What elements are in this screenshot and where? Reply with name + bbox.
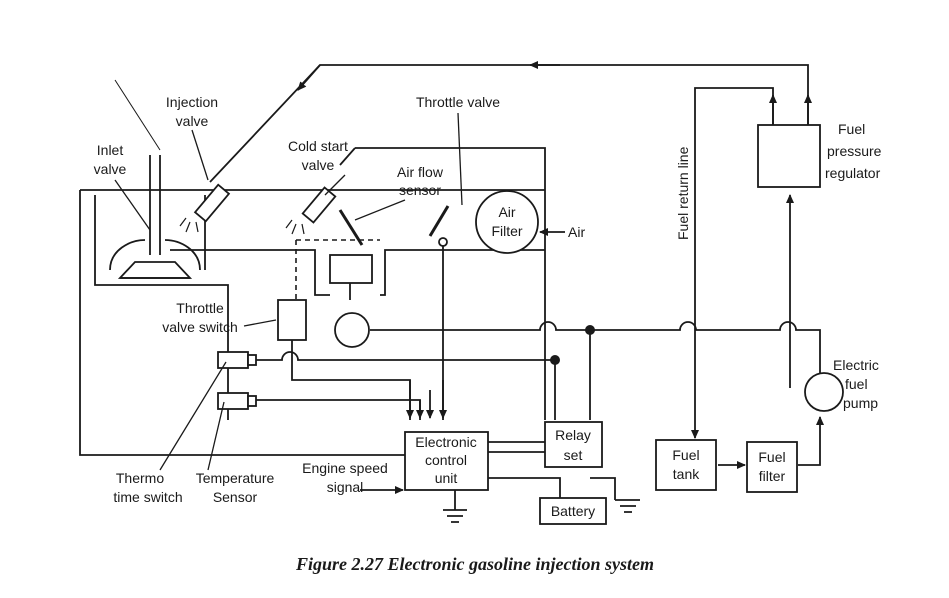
engine-speed-signal-label-2: signal <box>327 479 364 495</box>
injection-valve-label-2: valve <box>176 113 209 129</box>
thermo-time-switch-label-2: time switch <box>113 489 182 505</box>
ecu-label-3: unit <box>435 470 458 486</box>
injection-valve-label: Injection <box>166 94 218 110</box>
fuel-pressure-regulator-label-2: pressure <box>827 143 882 159</box>
wiring <box>256 147 821 523</box>
air-flow-sensor-label: Air flow <box>397 164 444 180</box>
throttle-valve-switch-label: Throttle <box>176 300 224 316</box>
fuel-lines <box>209 61 824 469</box>
air-filter-label: Air <box>498 204 515 220</box>
engine-manifold <box>79 79 545 456</box>
fuel-tank-label: Fuel <box>672 447 699 463</box>
fuel-filter-label-2: filter <box>759 468 786 484</box>
electric-fuel-pump-label-2: fuel <box>845 376 868 392</box>
thermo-time-switch-label: Thermo <box>116 470 164 486</box>
relay-set-box <box>544 421 603 468</box>
fuel-return-line-label: Fuel return line <box>675 146 691 240</box>
cold-start-valve-label: Cold start <box>288 138 348 154</box>
temperature-sensor-label: Temperature <box>196 470 275 486</box>
relay-set-label-2: set <box>564 447 583 463</box>
throttle-valve-switch <box>277 239 380 341</box>
ecu-label: Electronic <box>415 434 476 450</box>
fuel-pressure-regulator-box <box>757 124 821 188</box>
throttle-valve-switch-label-2: valve switch <box>162 319 237 335</box>
electric-fuel-pump-label-3: pump <box>843 395 878 411</box>
electric-fuel-pump-label: Electric <box>833 357 879 373</box>
electronic-control-unit-box <box>404 431 489 491</box>
electric-fuel-pump <box>804 372 844 412</box>
air-label: Air <box>568 224 585 240</box>
air-filter-label-2: Filter <box>491 223 522 239</box>
fuel-tank-box <box>655 439 717 491</box>
labels: Injection valve Inlet valve Cold start v… <box>94 94 882 519</box>
throttle-valve <box>428 205 450 420</box>
figure-caption: Figure 2.27 Electronic gasoline injectio… <box>295 554 654 574</box>
battery-box <box>539 497 607 525</box>
cold-start-valve <box>285 186 337 235</box>
relay-set-label: Relay <box>555 427 591 443</box>
air-flow-sensor <box>329 209 373 348</box>
throttle-valve-label: Throttle valve <box>416 94 500 110</box>
inlet-valve-label: Inlet <box>97 142 124 158</box>
inlet-valve-label-2: valve <box>94 161 127 177</box>
fuel-pressure-regulator-label-3: regulator <box>825 165 881 181</box>
fuel-filter-box <box>746 441 798 493</box>
ecu-label-2: control <box>425 452 467 468</box>
temperature-sensor-label-2: Sensor <box>213 489 258 505</box>
air-filter <box>475 190 539 254</box>
injection-valve <box>179 183 231 233</box>
fuel-tank-label-2: tank <box>673 466 700 482</box>
fuel-pressure-regulator-label: Fuel <box>838 121 865 137</box>
engine-speed-signal-label: Engine speed <box>302 460 388 476</box>
fuel-filter-label: Fuel <box>758 449 785 465</box>
cold-start-valve-label-2: valve <box>302 157 335 173</box>
temperature-sensor <box>217 392 257 410</box>
battery-label: Battery <box>551 503 595 519</box>
air-flow-sensor-label-2: sensor <box>399 182 441 198</box>
